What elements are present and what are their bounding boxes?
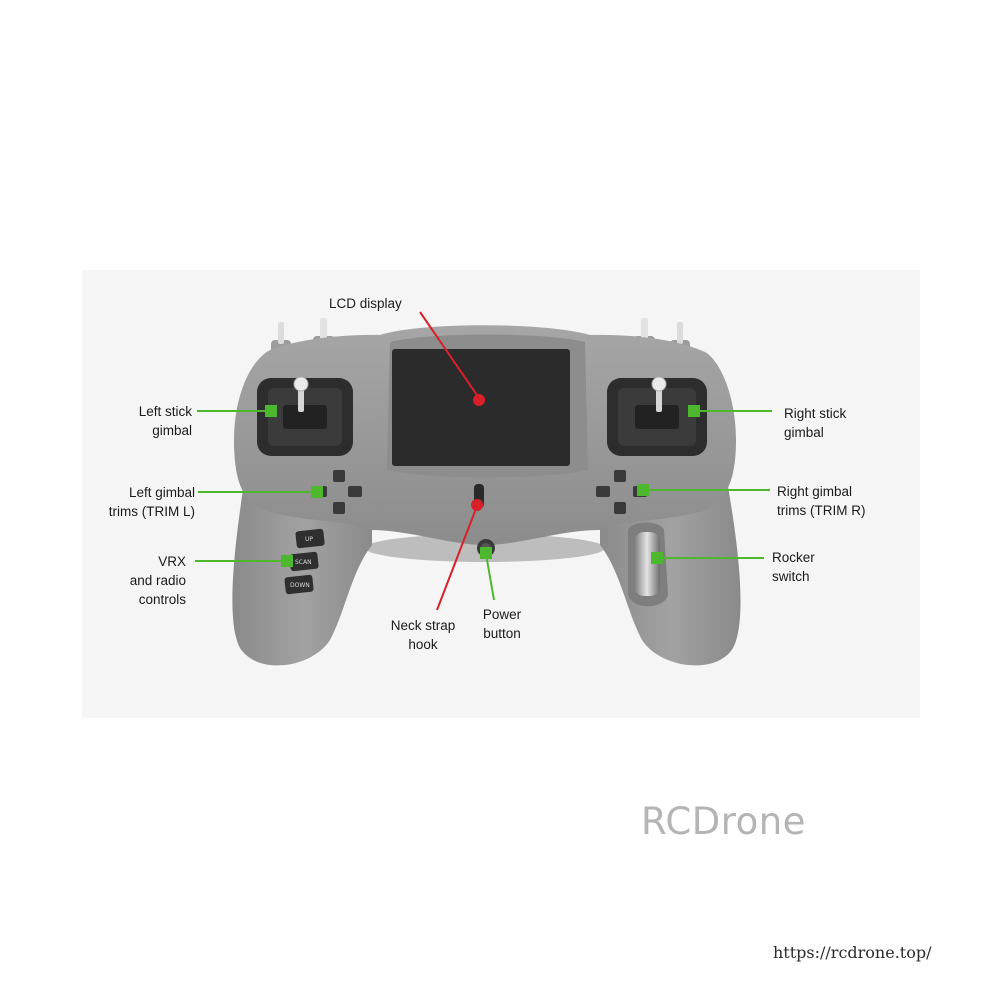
vrx-controls-line-2: and radio: [129, 573, 186, 588]
leader-lines-red: [419, 311, 485, 611]
power-button-line-1: Power: [482, 607, 522, 622]
left-gimbal-trims-line-2: trims (TRIM L): [108, 504, 195, 519]
vrx-controls-line-3: controls: [138, 592, 186, 607]
right-stick-gimbal-label: Right stick gimbal: [784, 404, 846, 442]
lcd-display-label: LCD display: [329, 294, 402, 313]
right-gimbal-trims-line-1: Right gimbal: [777, 484, 853, 499]
lcd-display-text: LCD display: [329, 296, 402, 311]
lcd-screen: [392, 349, 570, 466]
left-gimbal[interactable]: [257, 376, 353, 456]
neck-strap-hook-line-2: hook: [408, 637, 438, 652]
left-trim-buttons[interactable]: [313, 470, 362, 514]
neck-strap-hook-line-1: Neck strap: [390, 618, 456, 633]
vrx-buttons[interactable]: UP SCAN DOWN: [284, 528, 325, 595]
vrx-scan-label: SCAN: [295, 559, 312, 566]
vrx-up-label: UP: [305, 536, 313, 543]
right-stick-gimbal-line-1: Right stick: [784, 406, 847, 421]
right-gimbal-trims-label: Right gimbal trims (TRIM R): [777, 482, 865, 520]
vrx-controls-line-1: VRX: [158, 554, 186, 569]
left-stick-gimbal-line-2: gimbal: [152, 423, 192, 438]
power-button-line-2: button: [483, 626, 521, 641]
rocker-switch-line-2: switch: [772, 569, 810, 584]
power-button-label: Power button: [470, 605, 534, 643]
site-url: https://rcdrone.top/: [773, 943, 932, 962]
right-stick-gimbal-line-2: gimbal: [784, 425, 824, 440]
left-gimbal-trims-line-1: Left gimbal: [128, 485, 195, 500]
left-gimbal-trims-label: Left gimbal trims (TRIM L): [80, 483, 195, 521]
vrx-controls-label: VRX and radio controls: [110, 552, 186, 609]
leader-lines-green: [195, 405, 772, 601]
left-stick-gimbal-label: Left stick gimbal: [110, 402, 192, 440]
rocker-switch-label: Rocker switch: [772, 548, 815, 586]
right-gimbal-trims-line-2: trims (TRIM R): [777, 503, 866, 518]
right-gimbal[interactable]: [607, 376, 707, 456]
brand-watermark: RCDrone: [641, 800, 806, 843]
left-stick-gimbal-line-1: Left stick: [138, 404, 192, 419]
neck-strap-hook-label: Neck strap hook: [381, 616, 465, 654]
rocker-switch-line-1: Rocker: [772, 550, 815, 565]
vrx-down-label: DOWN: [290, 582, 310, 589]
rocker-switch[interactable]: [628, 522, 668, 607]
